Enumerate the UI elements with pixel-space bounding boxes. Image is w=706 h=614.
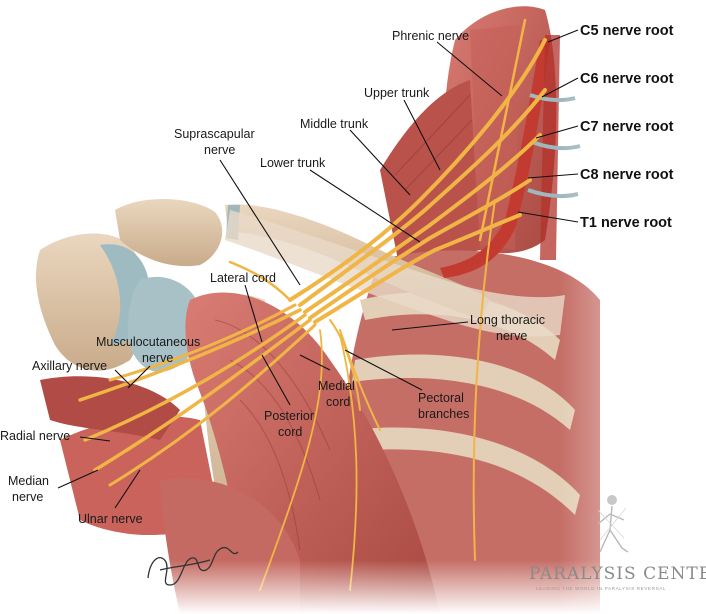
logo-name: PARALYSIS CENTER: [529, 564, 706, 584]
paralysis-center-logo: PARALYSIS CENTER LEADING THE WORLD IN PA…: [529, 495, 706, 591]
nerve-c8: [308, 178, 532, 320]
nerve-ulnar: [108, 323, 317, 487]
label-c5-nerve-root: C5 nerve root: [580, 23, 674, 39]
label-t1-nerve-root: T1 nerve root: [580, 215, 672, 231]
leader-long-thoracic: [391, 321, 469, 331]
nerve-radial: [83, 313, 307, 442]
label-musculocutaneous-line1: Musculocutaneous: [96, 335, 200, 349]
nerve-long-thoracic: [472, 199, 496, 561]
labels: C5 nerve root C6 nerve root C7 nerve roo…: [0, 23, 674, 526]
leader-radial: [79, 436, 111, 442]
label-radial-nerve: Radial nerve: [0, 429, 70, 443]
label-lateral-cord: Lateral cord: [210, 271, 276, 285]
label-c8-nerve-root: C8 nerve root: [580, 167, 674, 183]
label-posterior-cord-line2: cord: [278, 425, 302, 439]
arm-muscles: [40, 292, 440, 614]
nerve-c5: [288, 38, 547, 302]
walking-figure-icon: [597, 495, 629, 553]
label-ulnar-nerve: Ulnar nerve: [78, 512, 143, 526]
leader-middle-trunk: [349, 129, 411, 196]
label-suprascapular-line2: nerve: [204, 143, 235, 157]
label-pectoral-line1: Pectoral: [418, 391, 464, 405]
leader-ulnar: [114, 469, 141, 509]
leader-phrenic: [436, 41, 503, 97]
label-axillary-nerve: Axillary nerve: [32, 359, 107, 373]
logo-tagline: LEADING THE WORLD IN PARALYSIS REVERSAL: [536, 586, 666, 591]
label-c7-nerve-root: C7 nerve root: [580, 119, 674, 135]
nerve-c7: [303, 133, 542, 314]
leader-lines: [57, 29, 579, 509]
label-median-line1: Median: [8, 474, 49, 488]
nerve-pectoral: [329, 319, 381, 431]
leader-suprascapular: [219, 159, 301, 286]
nerve-c6: [298, 88, 547, 307]
leader-c8: [527, 173, 579, 179]
nerve-suprascapular: [228, 260, 292, 302]
label-suprascapular-line1: Suprascapular: [174, 127, 255, 141]
leader-c5: [547, 29, 579, 43]
nerve-t1: [313, 213, 522, 324]
leader-axillary: [114, 369, 131, 386]
label-upper-trunk: Upper trunk: [364, 86, 430, 100]
nerve-median: [93, 318, 312, 472]
label-pectoral-line2: branches: [418, 407, 469, 421]
leader-lower-trunk: [309, 169, 421, 243]
label-medial-cord-line2: cord: [326, 395, 350, 409]
leader-upper-trunk: [403, 99, 441, 171]
label-c6-nerve-root: C6 nerve root: [580, 71, 674, 87]
nerve-phrenic: [478, 18, 527, 242]
leader-t1: [517, 211, 579, 223]
leader-lateral-cord: [244, 284, 263, 343]
leader-musculocutaneous: [127, 365, 151, 389]
label-musculocutaneous-line2: nerve: [142, 351, 173, 365]
artist-signature: [147, 546, 239, 586]
label-middle-trunk: Middle trunk: [300, 117, 369, 131]
label-long-thoracic-line2: nerve: [496, 329, 527, 343]
nerve-musculocutaneous: [108, 303, 297, 382]
label-medial-cord-line1: Medial: [318, 379, 355, 393]
brachial-plexus-nerves: [78, 18, 547, 591]
nerve-axillary: [78, 308, 302, 402]
label-long-thoracic-line1: Long thoracic: [470, 313, 545, 327]
leader-posterior-cord: [261, 354, 291, 406]
label-median-line2: nerve: [12, 490, 43, 504]
leader-pectoral: [344, 349, 423, 391]
leader-median: [57, 469, 99, 489]
nerve-thin-branches: [259, 329, 358, 591]
leader-c7: [535, 125, 579, 139]
leader-c6: [541, 77, 579, 98]
label-posterior-cord-line1: Posterior: [264, 409, 314, 423]
label-lower-trunk: Lower trunk: [260, 156, 326, 170]
label-phrenic-nerve: Phrenic nerve: [392, 29, 469, 43]
leader-medial-cord: [299, 354, 331, 371]
